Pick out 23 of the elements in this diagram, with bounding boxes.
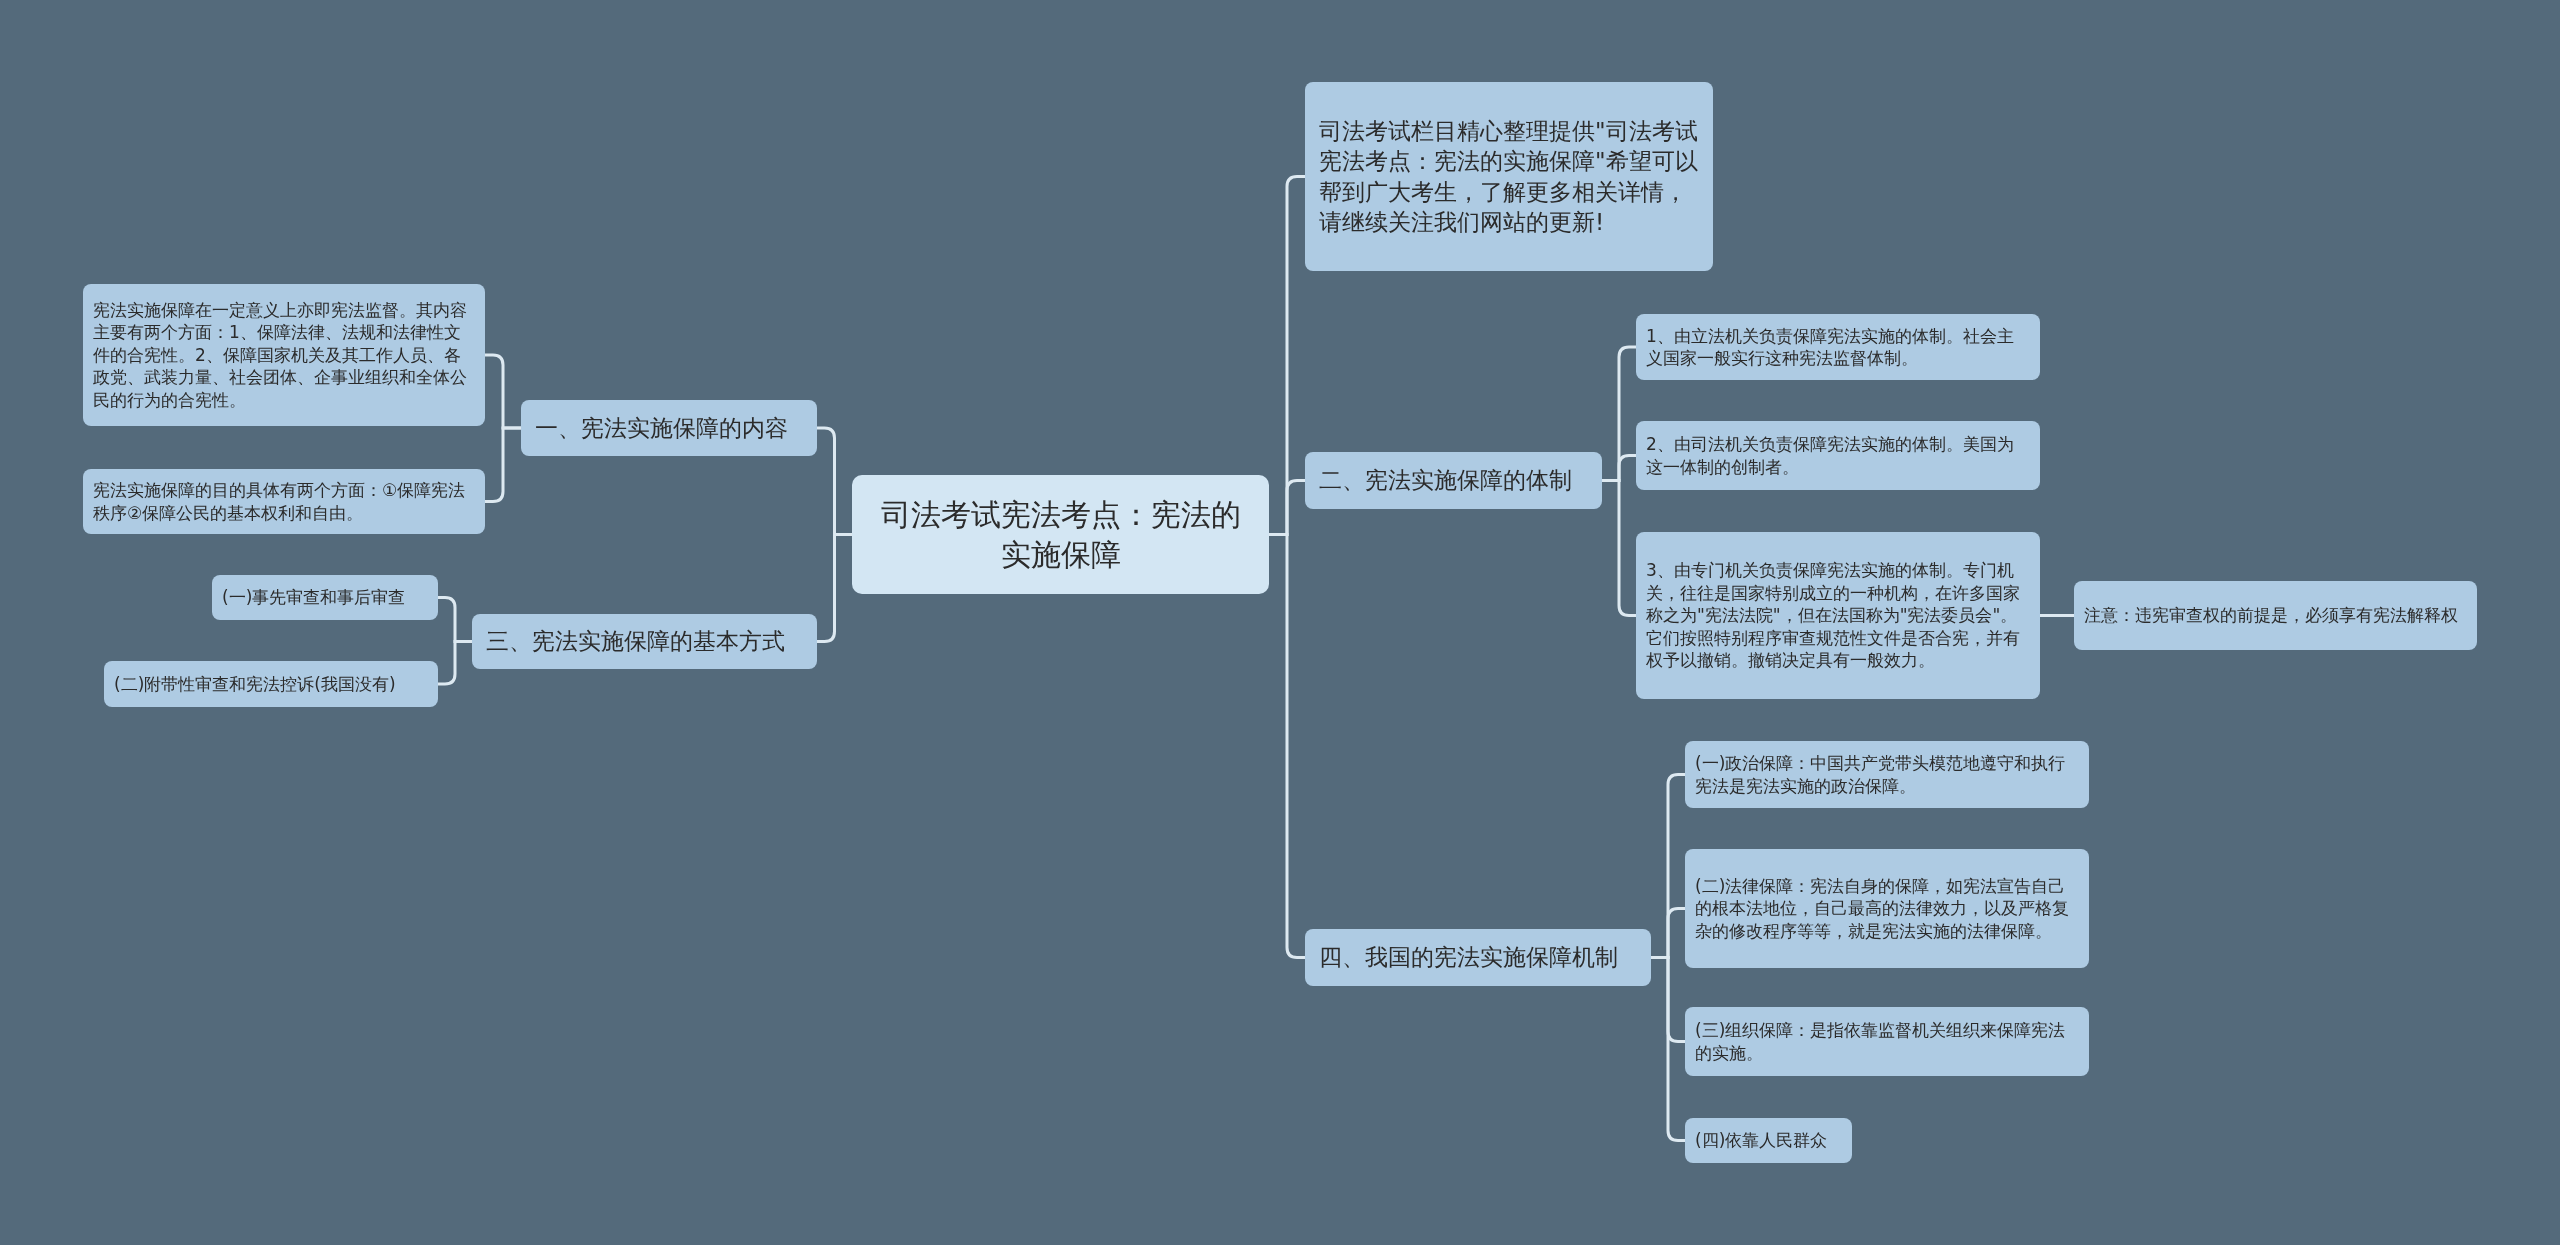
topic-box: 四、我国的宪法实施保障机制	[1305, 929, 1651, 986]
note-box: (二)法律保障：宪法自身的保障，如宪法宣告自己的根本法地位，自己最高的法律效力，以及严格复杂的修改程序等等，就是宪法实施的法律保障。	[1685, 849, 2089, 968]
note-box: (三)组织保障：是指依靠监督机关组织来保障宪法的实施。	[1685, 1007, 2089, 1076]
topic-box: 三、宪法实施保障的基本方式	[472, 614, 817, 669]
connector-line	[438, 640, 472, 686]
topic-box: 二、宪法实施保障的体制	[1305, 452, 1602, 509]
connector-line	[485, 426, 521, 503]
note-box: (一)事先审查和事后审查	[212, 575, 438, 620]
topic-box: 一、宪法实施保障的内容	[521, 400, 817, 456]
connector-line	[1269, 533, 1305, 959]
connector-line	[2040, 614, 2074, 617]
note-box: 宪法实施保障的目的具体有两个方面：①保障宪法秩序②保障公民的基本权利和自由。	[83, 469, 485, 534]
note-box: 2、由司法机关负责保障宪法实施的体制。美国为这一体制的创制者。	[1636, 421, 2040, 490]
note-box: (一)政治保障：中国共产党带头模范地遵守和执行宪法是宪法实施的政治保障。	[1685, 741, 2089, 808]
note-box: 1、由立法机关负责保障宪法实施的体制。社会主义国家一般实行这种宪法监督体制。	[1636, 314, 2040, 380]
connector-line	[817, 533, 852, 643]
central-topic-box: 司法考试宪法考点：宪法的实施保障	[852, 475, 1269, 594]
topic-box: 司法考试栏目精心整理提供"司法考试宪法考点：宪法的实施保障"希望可以帮到广大考生，了解更多相关详情，请继续关注我们网站的更新!	[1305, 82, 1713, 271]
note-box: 宪法实施保障在一定意义上亦即宪法监督。其内容主要有两个方面：1、保障法律、法规和法律性文件的合宪性。2、保障国家机关及其工作人员、各政党、武装力量、社会团体、企事业组织和全体公民的行为的合宪性。	[83, 284, 485, 426]
note-box: (二)附带性审查和宪法控诉(我国没有)	[104, 661, 438, 707]
note-box: 注意：违宪审查权的前提是，必须享有宪法解释权	[2074, 581, 2477, 650]
note-box: (四)依靠人民群众	[1685, 1118, 1852, 1163]
note-box: 3、由专门机关负责保障宪法实施的体制。专门机关，往往是国家特别成立的一种机构，在许多国家称之为"宪法法院"，但在法国称为"宪法委员会"。它们按照特别程序审查规范性文件是否合宪，并有权予以撤销。撤销决定具有一般效力。	[1636, 532, 2040, 699]
